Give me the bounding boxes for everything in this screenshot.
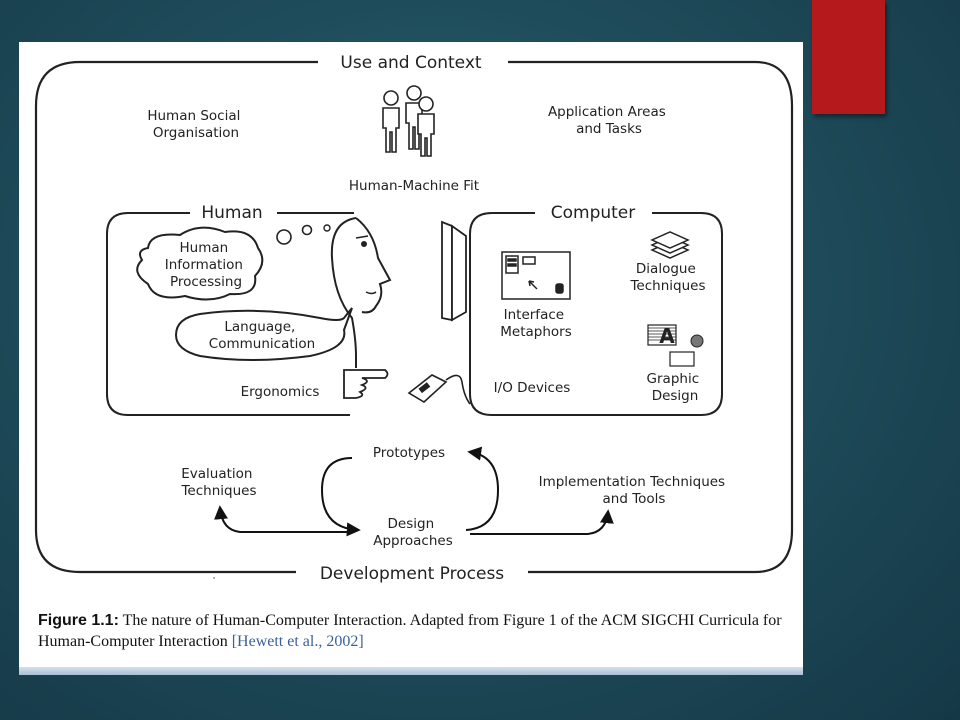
human-box-title: Human xyxy=(201,203,262,223)
graphic-design-icon: A xyxy=(647,324,704,367)
outer-frame xyxy=(34,60,794,574)
human-machine-fit-label: Human-Machine Fit xyxy=(349,178,479,194)
ergonomics-label: Ergonomics xyxy=(241,384,320,400)
accent-tab xyxy=(812,0,885,114)
mouse-icon xyxy=(407,374,471,405)
caption-citation: [Hewett et al., 2002] xyxy=(231,633,364,650)
paper-bottom-bar xyxy=(19,667,803,675)
desktop-metaphor-icon xyxy=(501,251,571,300)
figure-label: Figure 1.1: xyxy=(38,612,119,629)
interface-metaphors-label: Interface Metaphors xyxy=(500,307,572,340)
dialogue-label: Dialogue Techniques xyxy=(629,261,705,294)
info-processing-label: Human Information Processing xyxy=(165,240,247,290)
design-label: Design Approaches xyxy=(373,516,452,549)
evaluation-label: Evaluation Techniques xyxy=(180,466,256,499)
outer-bottom-title: Development Process xyxy=(320,564,504,584)
graphic-glyph: A xyxy=(659,324,675,348)
process-arrows xyxy=(214,446,614,537)
layers-icon xyxy=(650,231,690,259)
pointing-hand-icon xyxy=(343,369,389,399)
io-devices-label: I/O Devices xyxy=(494,380,571,396)
figure-caption: Figure 1.1: The nature of Human-Computer… xyxy=(38,610,798,652)
graphic-design-label: Graphic Design xyxy=(647,371,704,404)
people-group-icon xyxy=(382,85,435,157)
application-areas-label: Application Areas and Tasks xyxy=(548,104,670,137)
outer-title: Use and Context xyxy=(340,53,481,73)
monitor-icon xyxy=(441,220,467,322)
prototypes-label: Prototypes xyxy=(373,445,445,461)
thought-cloud xyxy=(136,226,264,301)
caption-text: The nature of Human-Computer Interaction… xyxy=(38,612,782,650)
computer-box xyxy=(469,212,723,416)
language-label: Language, Communication xyxy=(209,319,315,352)
computer-box-title: Computer xyxy=(551,203,636,223)
human-box xyxy=(106,212,354,416)
human-social-label: Human Social Organisation xyxy=(147,108,244,141)
speech-bubble xyxy=(174,307,353,361)
implementation-label: Implementation Techniques and Tools xyxy=(539,474,730,507)
head-profile-icon xyxy=(330,217,392,368)
